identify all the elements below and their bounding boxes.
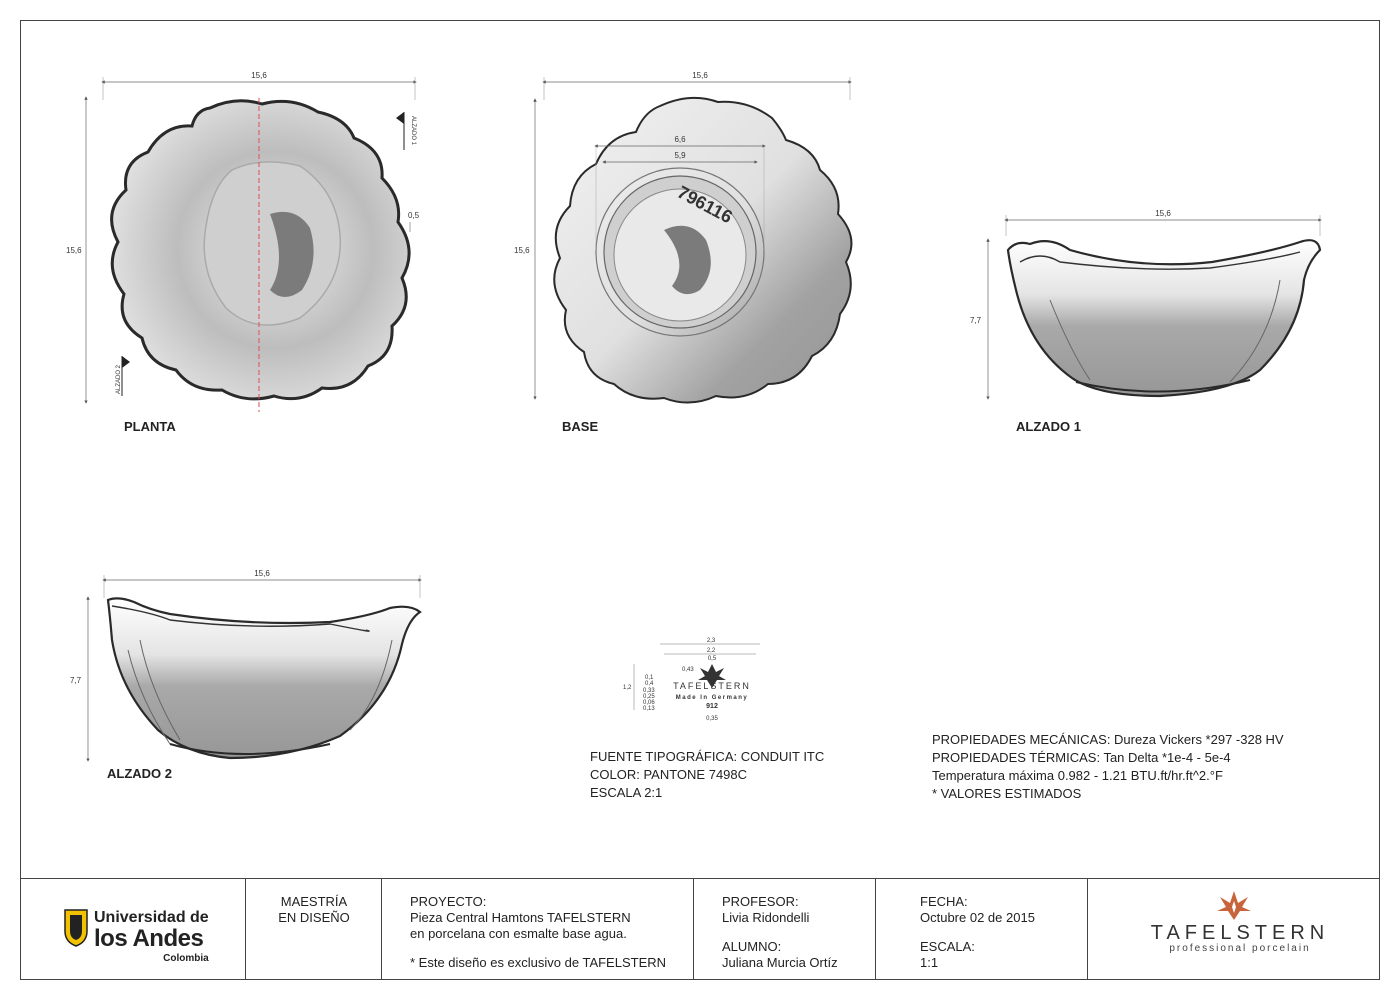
planta-rim-dim: 0,5	[408, 211, 420, 220]
alzado1-bowl	[1006, 239, 1322, 398]
view-label-alzado1: ALZADO 1	[1016, 419, 1081, 434]
planta-view: 15,6 15,6 0,5 ALZADO 1 ALZADO 2	[66, 71, 420, 412]
professor-name: Livia Ridondelli	[722, 910, 810, 925]
date-label: FECHA:	[920, 894, 968, 909]
prop-thermal: PROPIEDADES TÉRMICAS: Tan Delta *1e-4 - …	[932, 750, 1231, 765]
project-label: PROYECTO:	[410, 894, 487, 909]
alzado1-marker-label: ALZADO 1	[410, 116, 416, 146]
prop-note: * VALORES ESTIMADOS	[932, 786, 1082, 801]
tb-program-cell: MAESTRÍA EN DISEÑO	[246, 879, 382, 979]
title-block: Universidad de los Andes Colombia MAESTR…	[20, 878, 1380, 980]
tb-date-cell: FECHA: Octubre 02 de 2015 ESCALA: 1:1	[876, 879, 1088, 979]
scale-value: 1:1	[920, 955, 939, 970]
university-shield-icon	[64, 909, 88, 947]
alzado1-width-dim: 15,6	[1155, 209, 1171, 218]
stamp-dim-l1: 0,1	[645, 675, 654, 681]
spec-font: FUENTE TIPOGRÁFICA: CONDUIT ITC	[590, 749, 825, 764]
university-name-line3: Colombia	[163, 953, 209, 964]
planta-inner-rim	[203, 161, 342, 326]
base-inner-ring-dim: 5,9	[674, 151, 686, 160]
base-width-dim: 15,6	[692, 71, 708, 80]
alzado2-marker-label: ALZADO 2	[116, 364, 122, 394]
tafelstern-star-icon	[1217, 891, 1251, 920]
stamp-dim-l6: 0,13	[643, 706, 655, 712]
student-name: Juliana Murcia Ortíz	[722, 955, 838, 970]
stamp-dim-height: 1,2	[623, 685, 632, 691]
alzado1-view: 15,6 7,7	[970, 209, 1322, 400]
base-view: 796116 15,6 15,6 6,6 5,9	[514, 71, 853, 404]
view-label-planta: PLANTA	[124, 419, 176, 434]
tb-project-cell: PROYECTO: Pieza Central Hamtons TAFELSTE…	[382, 879, 694, 979]
program-line2: EN DISEÑO	[278, 910, 350, 925]
material-properties: PROPIEDADES MECÁNICAS: Dureza Vickers *2…	[932, 731, 1284, 803]
stamp-number: 912	[706, 703, 718, 710]
project-line1: Pieza Central Hamtons TAFELSTERN	[410, 910, 631, 925]
base-outer-ring	[595, 167, 765, 337]
stamp-brand: TAFELSTERN	[673, 681, 751, 691]
stamp-dim-l5: 0,06	[643, 700, 655, 706]
alzado2-height-dim: 7,7	[70, 676, 82, 685]
stamp-dim-l3: 0,33	[643, 688, 655, 694]
base-height-dim: 15,6	[514, 246, 530, 255]
stamp-star-icon	[698, 664, 726, 688]
planta-height-dim: 15,6	[66, 246, 82, 255]
alzado2-view: 15,6 7,7	[70, 569, 422, 762]
tb-university-cell: Universidad de los Andes Colombia	[20, 879, 246, 979]
brand-subtitle: professional porcelain	[1169, 943, 1311, 954]
stamp-dim-0-5: 0,5	[708, 656, 717, 662]
project-line2: en porcelana con esmalte base agua.	[410, 926, 627, 941]
planta-width-dim: 15,6	[251, 71, 267, 80]
spec-scale: ESCALA 2:1	[590, 785, 663, 800]
stamp-dim-l2: 0,4	[645, 681, 654, 687]
drawing-sheet-border	[20, 20, 1380, 980]
prop-mechanical: PROPIEDADES MECÁNICAS: Dureza Vickers *2…	[932, 732, 1284, 747]
spec-color: COLOR: PANTONE 7498C	[590, 767, 748, 782]
view-label-base: BASE	[562, 419, 599, 434]
alzado1-marker-icon	[396, 112, 404, 124]
planta-center-shadow	[270, 211, 314, 297]
stamp-dim-0-43: 0,43	[682, 667, 694, 673]
tb-brand-cell: TAFELSTERN professional porcelain	[1088, 879, 1380, 979]
professor-label: PROFESOR:	[722, 894, 799, 909]
stamp-detail: 2,3 2,2 0,5 0,43 TAFELSTERN Made In Germ…	[623, 638, 760, 722]
typography-spec: FUENTE TIPOGRÁFICA: CONDUIT ITC COLOR: P…	[590, 748, 824, 802]
date-value: Octubre 02 de 2015	[920, 910, 1035, 925]
tb-people-cell: PROFESOR: Livia Ridondelli ALUMNO: Julia…	[694, 879, 876, 979]
base-outer-ring-dim: 6,6	[674, 135, 686, 144]
university-name-line1: Universidad de	[94, 909, 209, 926]
alzado2-marker-icon	[122, 356, 130, 368]
alzado2-width-dim: 15,6	[254, 569, 270, 578]
alzado1-height-dim: 7,7	[970, 316, 982, 325]
scale-label: ESCALA:	[920, 939, 975, 954]
view-label-alzado2: ALZADO 2	[107, 766, 172, 781]
base-foot-shadow	[664, 225, 711, 295]
program-line1: MAESTRÍA	[280, 894, 348, 909]
stamp-made-in: Made In Germany	[676, 695, 749, 701]
stamp-dim-2-2: 2,2	[707, 648, 716, 654]
student-label: ALUMNO:	[722, 939, 782, 954]
university-name-line2: los Andes	[94, 925, 204, 952]
brand-name: TAFELSTERN	[1150, 922, 1330, 944]
prop-temperature: Temperatura máxima 0.982 - 1.21 BTU.ft/h…	[932, 768, 1223, 783]
project-note: * Este diseño es exclusivo de TAFELSTERN	[410, 955, 667, 970]
stamp-dim-2-3: 2,3	[707, 638, 716, 644]
alzado2-bowl	[106, 597, 422, 760]
stamp-dim-l4: 0,25	[643, 694, 655, 700]
stamp-dim-bottom: 0,35	[706, 716, 718, 722]
